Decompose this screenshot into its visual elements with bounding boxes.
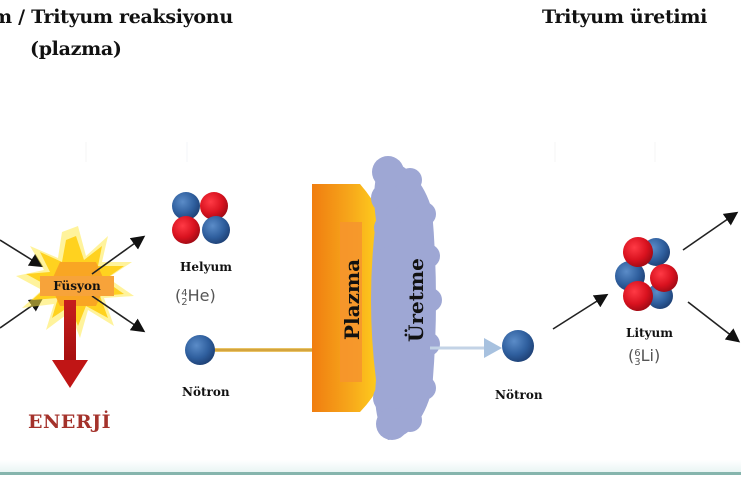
lithium-out-arrow-top — [682, 211, 739, 251]
lithium-mass-number: 6 — [634, 348, 641, 359]
neutron-left-label: Nötron — [182, 385, 230, 399]
outgoing-arrow-neutron — [91, 295, 146, 333]
energy-arrow-icon — [52, 300, 88, 388]
lithium-atomic-number: 3 — [634, 357, 641, 368]
title-reaction-line1: m / Trityum reaksiyonu — [0, 6, 233, 28]
helium-atomic-number: 2 — [181, 297, 188, 308]
helium-nucleus-icon — [172, 192, 230, 244]
title-tritium-production: Trityum üretimi — [542, 6, 708, 28]
lithium-nucleus-icon — [615, 237, 678, 311]
title-reaction-line2: (plazma) — [30, 38, 122, 60]
breeding-label: Üretme — [404, 258, 428, 342]
background-guides — [85, 142, 656, 162]
bottom-divider — [0, 472, 741, 475]
neutron-right-icon — [502, 330, 534, 362]
outgoing-arrow-helium — [91, 235, 146, 275]
bottom-glow — [0, 460, 741, 472]
lithium-label: Lityum — [626, 326, 673, 340]
breeding-blanket — [371, 156, 442, 440]
neutron-beam — [212, 348, 322, 352]
neutron-right-label: Nötron — [495, 388, 543, 402]
lithium-symbol: Li — [640, 346, 654, 365]
energy-label: ENERJİ — [28, 411, 111, 433]
neutron-left-icon — [185, 335, 215, 365]
blanket-to-neutron-arrowhead — [484, 338, 502, 358]
plasma-label: Plazma — [340, 258, 364, 340]
helium-mass-number: 4 — [181, 288, 188, 299]
fusion-label: Füsyon — [40, 276, 114, 296]
incoming-arrow-top — [0, 239, 44, 268]
neutron-to-lithium-arrow — [552, 293, 609, 330]
helium-label: Helyum — [180, 260, 232, 274]
lithium-out-arrow-bottom — [687, 301, 741, 343]
helium-symbol: He — [187, 286, 210, 305]
